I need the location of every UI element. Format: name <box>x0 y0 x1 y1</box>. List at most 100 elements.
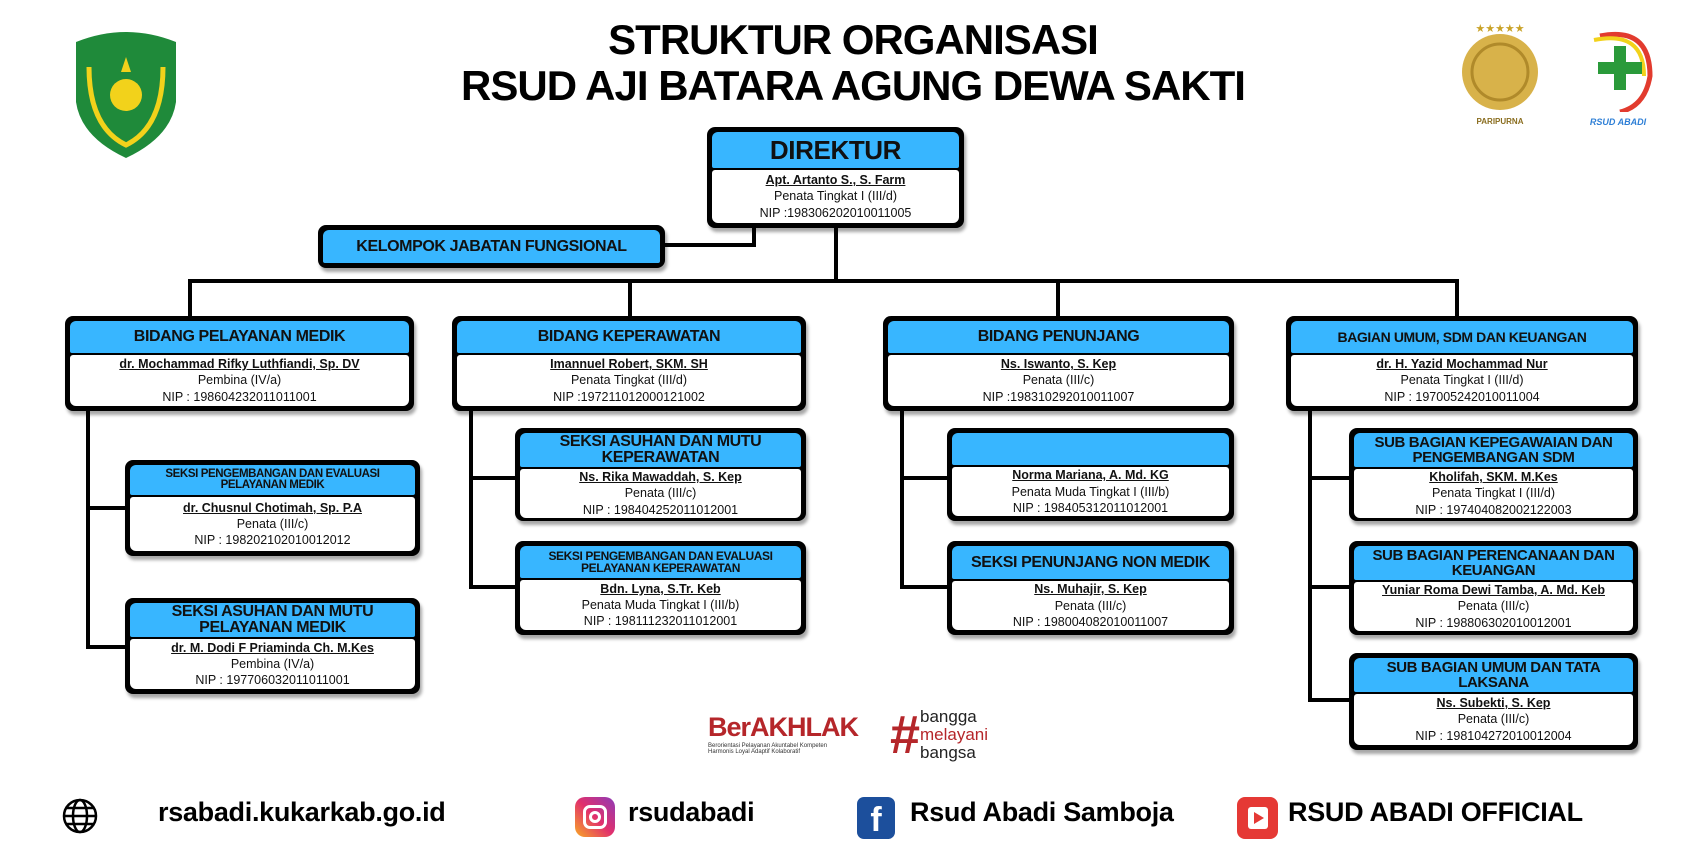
person-nip: NIP : 198404252011012001 <box>582 502 739 517</box>
org-box-title: BIDANG PELAYANAN MEDIK <box>70 321 409 353</box>
person-rank: Pembina (IV/a) <box>230 656 315 671</box>
instagram-icon <box>575 797 615 837</box>
org-box-title: SUB BAGIAN PERENCANAAN DAN KEUANGAN <box>1354 546 1633 580</box>
org-box-fungsional: KELOMPOK JABATAN FUNGSIONAL <box>318 225 665 268</box>
person-name: Apt. Artanto S., S. Farm <box>765 173 906 188</box>
connector-col1 <box>188 279 192 319</box>
org-box-title: BAGIAN UMUM, SDM DAN KEUANGAN <box>1291 321 1633 353</box>
person-nip: NIP : 198806302010012001 <box>1415 615 1572 630</box>
person-rank: Penata (III/c) <box>624 486 697 501</box>
connector-col3-sub2 <box>900 585 948 589</box>
person-name: dr. Mochammad Rifky Luthfiandi, Sp. DV <box>119 357 360 372</box>
person-nip: NIP : 198004082010011007 <box>1012 614 1169 629</box>
person-rank: Penata (III/c) <box>1054 598 1127 613</box>
person-name: dr. M. Dodi F Priaminda Ch. M.Kes <box>171 640 374 655</box>
person-nip: NIP : 198104272010012004 <box>1415 728 1572 743</box>
person-rank: Penata (III/c) <box>1457 599 1530 614</box>
hashtag-icon: # <box>890 705 921 765</box>
org-box-title: KELOMPOK JABATAN FUNGSIONAL <box>323 230 660 263</box>
connector-col3-sub1 <box>900 476 948 480</box>
person-name: Imannuel Robert, SKM. SH <box>550 357 708 372</box>
person-rank: Penata Tingkat I (III/d) <box>1400 373 1524 388</box>
website-link[interactable]: rsabadi.kukarkab.go.id <box>158 797 446 827</box>
person-nip: NIP : 197404082002122003 <box>1415 502 1572 517</box>
connector-director-down <box>834 226 838 282</box>
person-rank: Penata (III/c) <box>236 516 309 531</box>
kutai-kartanegara-logo <box>71 27 181 158</box>
connector-col4-sub1 <box>1308 476 1350 480</box>
person-rank: Penata (III/c) <box>1457 712 1530 727</box>
connector-col4-sub3 <box>1308 698 1350 702</box>
connector-col4 <box>1455 279 1459 319</box>
connector-col1-sub1 <box>86 506 126 510</box>
paripurna-logo: ★★★★★ PARIPURNA <box>1452 20 1548 130</box>
facebook-link[interactable]: Rsud Abadi Samboja <box>910 797 1174 827</box>
connector-col4-vertical <box>1308 408 1312 701</box>
instagram-link[interactable]: rsudabadi <box>628 797 755 827</box>
person-nip: NIP : 198202102010012012 <box>194 533 351 548</box>
person-name: Ns. Subekti, S. Kep <box>1436 696 1551 711</box>
person-name: dr. Chusnul Chotimah, Sp. P.A <box>183 500 362 515</box>
org-box-umum: BAGIAN UMUM, SDM DAN KEUANGAN dr. H. Yazi… <box>1286 316 1638 411</box>
connector-col3 <box>1056 279 1060 319</box>
org-box-title: SEKSI ASUHAN DAN MUTU KEPERAWATAN <box>520 433 801 467</box>
person-rank: Penata (III/c) <box>1022 373 1095 388</box>
connector-col2-vertical <box>469 408 473 588</box>
youtube-icon <box>1237 797 1278 839</box>
person-name: dr. H. Yazid Mochammad Nur <box>1376 357 1548 372</box>
org-box-seksi-pengembangan-keperawatan: SEKSI PENGEMBANGAN DAN EVALUASI PELAYANA… <box>515 541 806 635</box>
person-nip: NIP : 197706032011011001 <box>195 673 350 688</box>
org-box-title: SUB BAGIAN KEPEGAWAIAN DAN PENGEMBANGAN … <box>1354 433 1633 467</box>
person-name: Ns. Iswanto, S. Kep <box>1000 357 1117 372</box>
org-box-title: SEKSI PENUNJANG NON MEDIK <box>952 546 1229 580</box>
person-rank: Penata Tingkat (III/d) <box>570 373 688 388</box>
connector-col2-sub2 <box>469 585 517 589</box>
person-name: Kholifah, SKM. M.Kes <box>1429 470 1558 484</box>
org-box-title <box>952 433 1229 466</box>
person-rank: Penata Tingkat I (III/d) <box>1432 486 1555 501</box>
globe-icon <box>62 798 98 839</box>
org-box-seksi-pengembangan-medik: SEKSI PENGEMBANGAN DAN EVALUASI PELAYANA… <box>125 460 420 556</box>
connector-fungsional-up <box>752 226 756 247</box>
rsud-abadi-logo: RSUD ABADI <box>1580 26 1656 130</box>
org-box-title: SEKSI ASUHAN DAN MUTU PELAYANAN MEDIK <box>130 603 415 637</box>
connector-col1-vertical <box>86 408 90 648</box>
person-name: Bdn. Lyna, S.Tr. Keb <box>600 581 721 596</box>
person-nip: NIP :198306202010011005 <box>759 205 912 220</box>
connector-col3-vertical <box>900 408 904 588</box>
youtube-link[interactable]: RSUD ABADI OFFICIAL <box>1288 797 1583 827</box>
bangga-melayani-bangsa-logo: # bangga melayani bangsa <box>890 705 989 765</box>
person-name: Yuniar Roma Dewi Tamba, A. Md. Keb <box>1382 583 1605 597</box>
org-box-title: BIDANG PENUNJANG <box>888 321 1229 353</box>
berakhlak-logo: BerAKHLAK Berorientasi Pelayanan Akuntab… <box>708 712 859 755</box>
connector-col2-sub1 <box>469 476 517 480</box>
org-box-title: SEKSI PENGEMBANGAN DAN EVALUASI PELAYANA… <box>520 546 801 578</box>
org-box-title: SEKSI PENGEMBANGAN DAN EVALUASI PELAYANA… <box>130 465 415 495</box>
org-box-sub-kepegawaian: SUB BAGIAN KEPEGAWAIAN DAN PENGEMBANGAN … <box>1349 428 1638 521</box>
org-box-title: SUB BAGIAN UMUM DAN TATA LAKSANA <box>1354 658 1633 692</box>
person-nip: NIP :197211012000121002 <box>553 389 705 404</box>
person-nip: NIP :198310292010011007 <box>982 389 1135 404</box>
person-name: Ns. Rika Mawaddah, S. Kep <box>579 470 742 484</box>
connector-horizontal <box>188 279 1458 283</box>
connector-col2 <box>628 279 632 319</box>
